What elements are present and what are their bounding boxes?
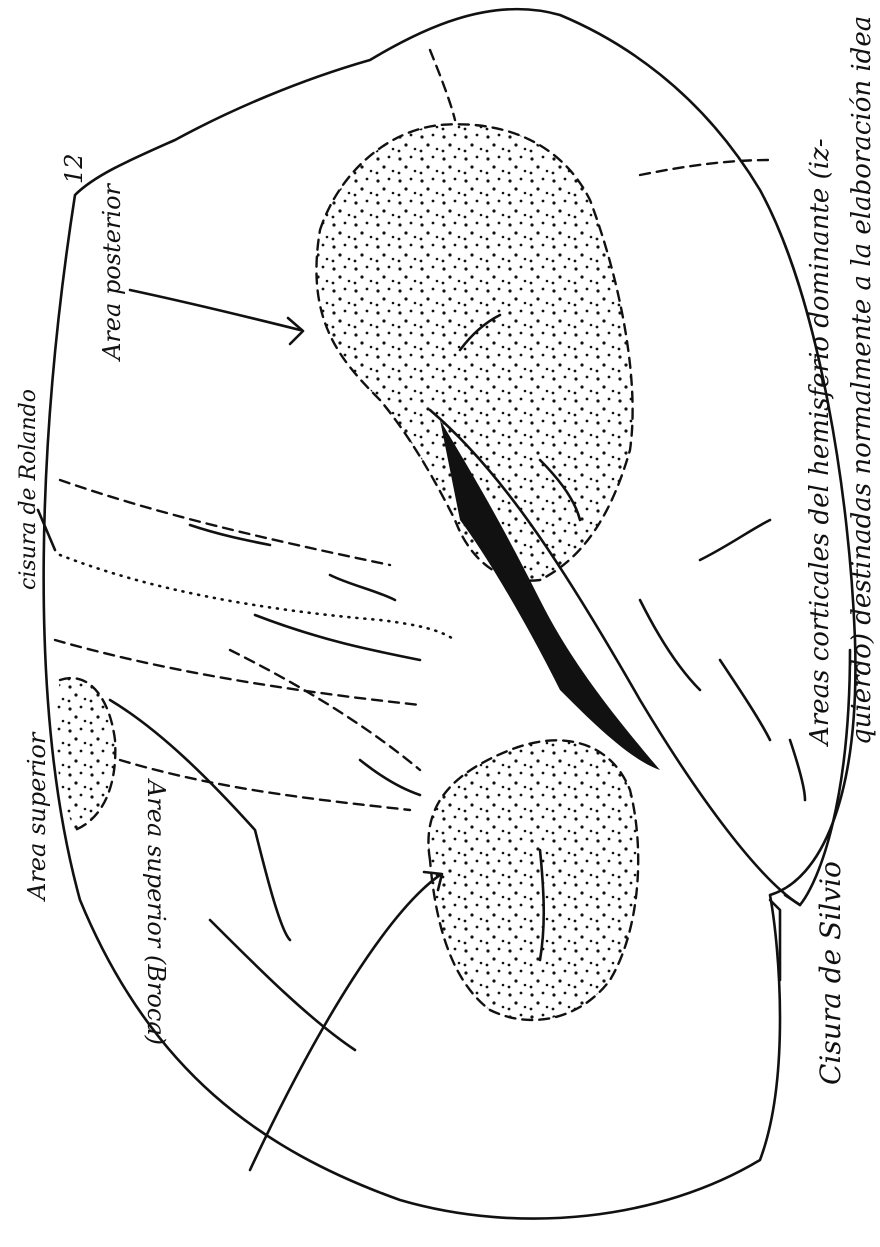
sulcus-11	[790, 740, 805, 800]
sulcus-9	[700, 520, 770, 560]
sulcus-10	[720, 660, 770, 740]
sulcus-2	[330, 575, 395, 600]
sulcus-8	[640, 600, 700, 690]
precentral-dash	[60, 480, 390, 565]
label-cisura-rolando: cisura de Rolando	[16, 389, 41, 590]
arrow-silvio	[785, 895, 800, 905]
page-number: 12	[60, 153, 88, 184]
caption-line-1: Areas corticales del hemisferio dominant…	[805, 138, 835, 747]
sulcus-6	[210, 920, 355, 1050]
arrow-area-posterior	[130, 290, 300, 330]
sulcus-5	[110, 700, 290, 940]
sulcus-4	[360, 760, 420, 795]
label-broca: Area superior (Broca)	[142, 778, 170, 1045]
label-area-posterior: Area posterior	[98, 182, 126, 362]
superior-area-stipple	[56, 678, 115, 830]
caption-line-2: quierdo) destinadas normalmente a la ela…	[847, 16, 877, 745]
arrow-broca	[250, 875, 440, 1170]
label-area-superior: Area superior	[23, 731, 51, 902]
rolando-fissure	[60, 555, 455, 640]
posterior-area-stipple	[316, 124, 632, 580]
broca-area-stipple	[428, 740, 638, 1020]
parieto-occipital-dash	[430, 50, 455, 120]
label-cisura-silvio: Cisura de Silvio	[814, 861, 847, 1085]
frontal-dash-2	[230, 650, 420, 770]
